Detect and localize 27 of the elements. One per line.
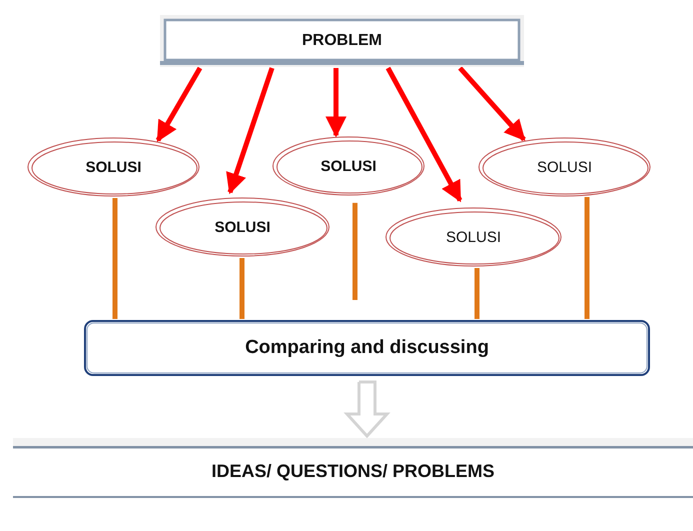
hollow-arrow <box>344 380 390 438</box>
arrow <box>226 67 274 194</box>
connector-line <box>240 258 244 319</box>
connector-line <box>352 202 358 300</box>
arrow <box>386 66 462 202</box>
solution-ellipse <box>478 137 651 197</box>
solution-ellipse <box>27 137 200 197</box>
arrow <box>156 66 202 142</box>
result-band <box>13 438 693 498</box>
arrow <box>326 68 346 138</box>
node-label: SOLUSI <box>214 218 270 236</box>
node-label: IDEAS/ QUESTIONS/ PROBLEMS <box>211 460 495 482</box>
arrow <box>458 66 526 142</box>
node-label: SOLUSI <box>86 158 142 176</box>
problem-box <box>160 15 524 67</box>
connector-line <box>112 198 118 319</box>
solution-ellipse <box>385 207 562 267</box>
connector-line <box>584 196 590 319</box>
connector-line <box>474 268 480 319</box>
node-label: SOLUSI <box>446 228 502 246</box>
node-label: PROBLEM <box>302 32 382 50</box>
node-label: Comparing and discussing <box>245 337 489 359</box>
node-label: SOLUSI <box>536 158 592 176</box>
process-box <box>84 320 650 376</box>
solution-ellipse <box>155 197 330 257</box>
node-label: SOLUSI <box>320 158 376 174</box>
solution-ellipse <box>272 136 425 196</box>
